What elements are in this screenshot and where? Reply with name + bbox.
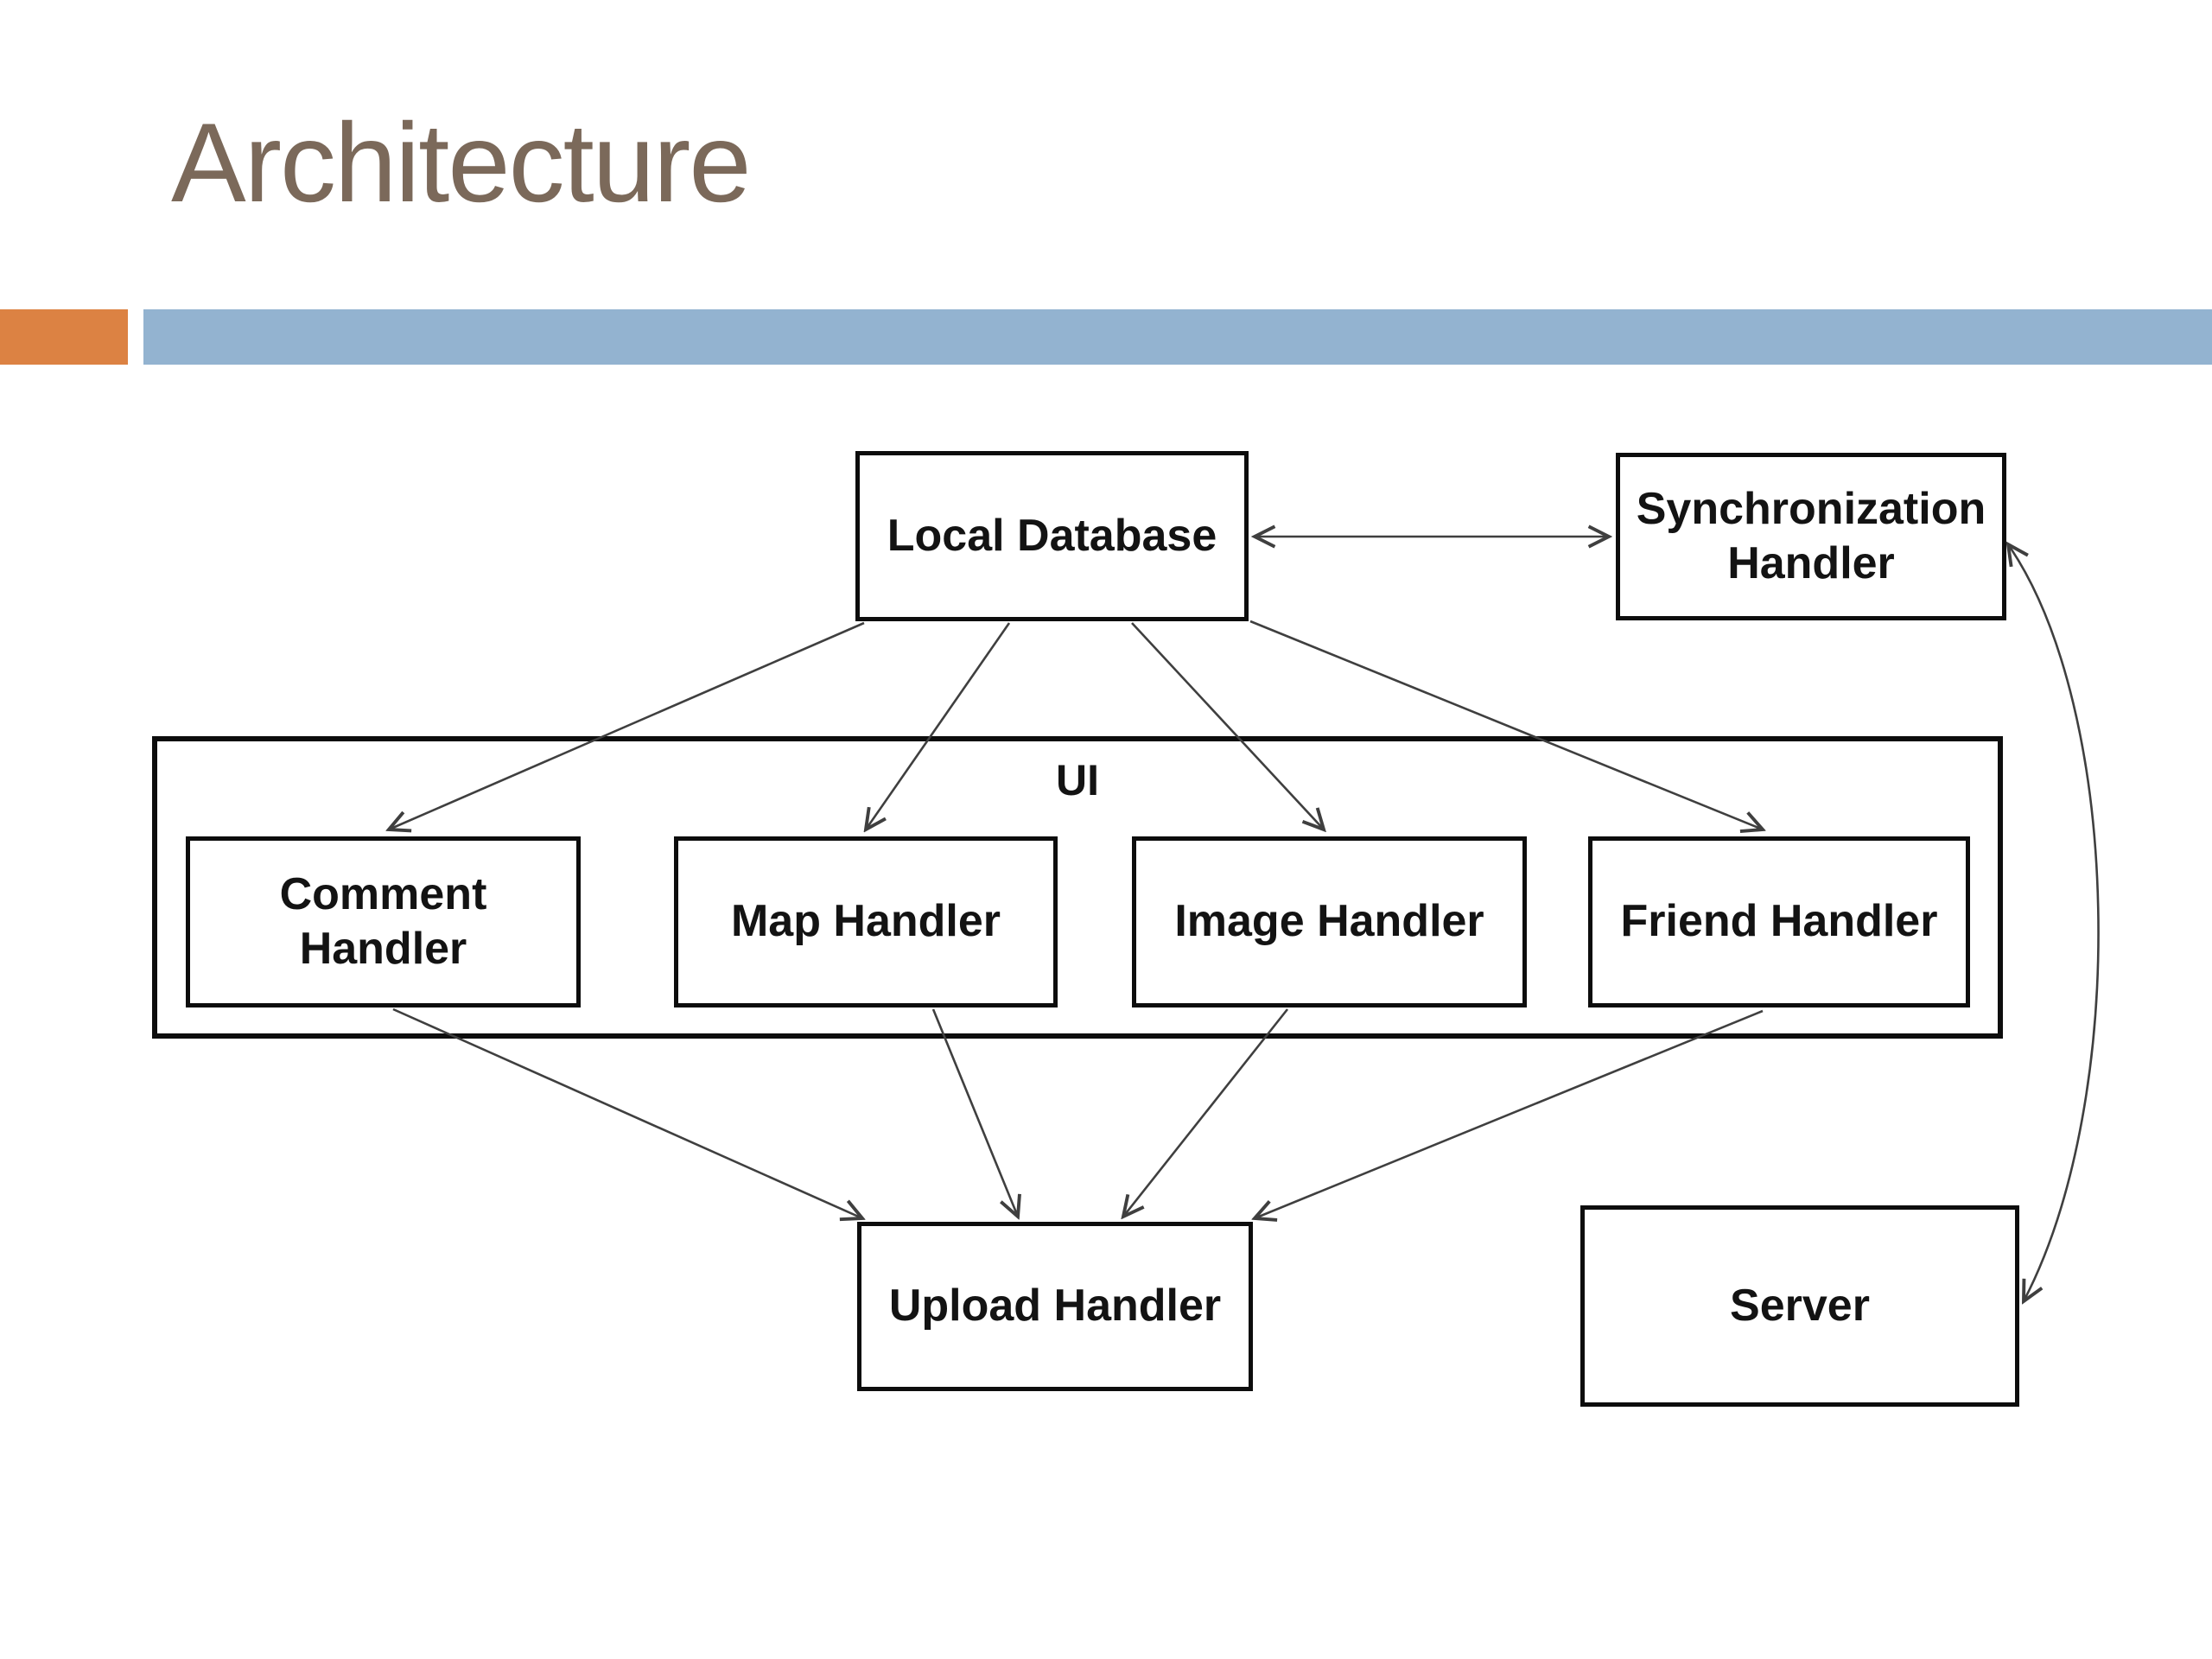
node-label: Upload Handler	[888, 1281, 1222, 1332]
page-title: Architecture	[171, 99, 752, 226]
node-image-handler: Image Handler	[1132, 836, 1527, 1007]
node-friend-handler: Friend Handler	[1588, 836, 1970, 1007]
node-comment-handler: Comment Handler	[186, 836, 581, 1007]
accent-bar-blue	[143, 309, 2212, 365]
edge-sync-server	[2008, 544, 2100, 1301]
edge-friend-upload	[1255, 1009, 1764, 1218]
node-label: Local Database	[887, 510, 1217, 561]
node-synchronization-handler: Synchronization Handler	[1616, 453, 2006, 620]
node-upload-handler: Upload Handler	[857, 1222, 1253, 1391]
node-label: Friend Handler	[1620, 896, 1938, 947]
edge-comment-upload	[392, 1007, 862, 1218]
node-label: Handler	[1727, 538, 1895, 588]
node-label: Server	[1730, 1280, 1870, 1331]
accent-bar-orange	[0, 309, 128, 365]
node-map-handler: Map Handler	[674, 836, 1058, 1007]
node-ui-container: UI	[152, 736, 2003, 1039]
node-label: Synchronization	[1636, 483, 1986, 534]
node-local-database: Local Database	[855, 451, 1249, 621]
edge-image-upload	[1123, 1008, 1289, 1217]
edge-map-upload	[931, 1008, 1018, 1217]
node-label: Handler	[299, 924, 467, 974]
node-label: Comment	[279, 868, 487, 919]
node-label: Map Handler	[730, 896, 1001, 947]
node-server: Server	[1580, 1205, 2019, 1407]
node-label: Image Handler	[1174, 896, 1484, 947]
ui-container-label: UI	[1056, 756, 1099, 804]
